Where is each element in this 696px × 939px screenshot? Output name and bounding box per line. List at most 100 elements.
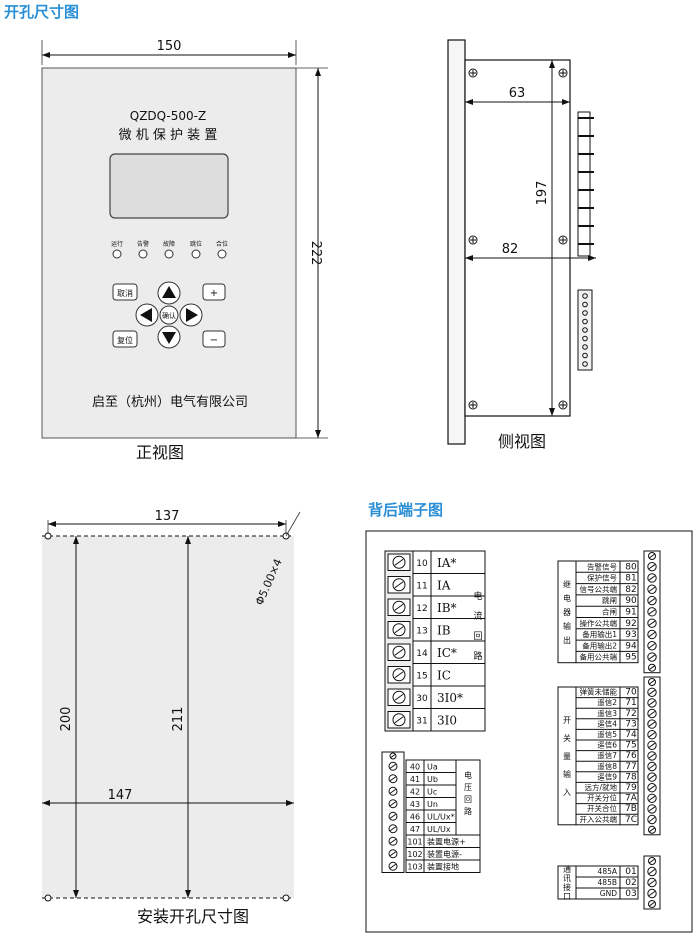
switch-inputs-name: 遥信8 — [597, 761, 617, 771]
right-arrow-icon — [186, 308, 198, 322]
terminal-screw-icon — [388, 811, 398, 821]
terminal-screw-icon — [647, 761, 657, 772]
led-label-close: 合位 — [216, 240, 228, 248]
switch-inputs-name: 遥信9 — [597, 771, 617, 781]
terminal-screw-icon — [392, 555, 406, 569]
front-view-caption: 正视图 — [136, 443, 184, 462]
left-arrow-button[interactable] — [135, 303, 159, 327]
side-connector-pin — [582, 352, 588, 359]
relay-outputs-number: 92 — [625, 619, 636, 629]
terminal-screw-icon — [392, 645, 406, 659]
relay-outputs-number: 93 — [625, 630, 636, 640]
height-dimension-label: 222 — [308, 241, 323, 266]
down-arrow-button[interactable] — [157, 325, 181, 349]
voltage-terminal-name: 装置电源- — [427, 849, 462, 859]
relay-outputs-group-label: 继电器输出 — [563, 579, 571, 645]
switch-inputs-number: 75 — [625, 741, 636, 751]
side-connector-pin — [582, 310, 588, 316]
terminal-screw-icon — [647, 740, 657, 750]
terminal-screw-icon — [648, 663, 656, 672]
voltage-terminal-number: 46 — [410, 813, 420, 822]
voltage-terminal-name: Ua — [427, 763, 438, 772]
up-arrow-button[interactable] — [157, 281, 181, 305]
voltage-terminal-number: 102 — [407, 850, 422, 859]
side-connector-pin — [582, 335, 588, 342]
voltage-terminal-number: 101 — [407, 838, 422, 847]
terminal-screw-icon — [392, 668, 406, 682]
cutout-area — [42, 536, 294, 898]
device-name: 微 机 保 护 装 置 — [119, 128, 218, 143]
led-label-alarm: 告警 — [137, 240, 149, 248]
cutout-view: 137 147 200 211 Φ5.00×4 安装开孔尺寸图 — [42, 509, 301, 926]
terminal-screw-icon — [647, 730, 657, 740]
terminal-screw-icon — [648, 552, 656, 560]
switch-inputs-name: 远方/就地 — [584, 782, 617, 792]
cancel-button[interactable]: 取消 — [112, 283, 138, 301]
relay-outputs-number: 82 — [625, 585, 636, 595]
terminal-screw-icon — [647, 607, 657, 617]
current-terminal-name: IC* — [437, 646, 457, 660]
switch-inputs-number: 71 — [625, 698, 636, 708]
voltage-terminal-name: 装置电源+ — [427, 837, 466, 847]
comm-port-number: 01 — [625, 867, 636, 877]
relay-outputs-number: 90 — [625, 596, 637, 606]
relay-outputs-name: 合闸 — [602, 607, 617, 617]
switch-inputs-number: 7A — [625, 794, 638, 804]
hole-leader-line — [285, 511, 301, 537]
terminal-screw-icon — [647, 584, 657, 594]
current-terminal-number: 12 — [416, 604, 427, 614]
minus-button[interactable]: − — [202, 330, 226, 348]
terminal-screw-icon — [647, 877, 657, 888]
voltage-terminal-name: UL/Ux* — [427, 813, 455, 822]
voltage-terminal-number: 47 — [410, 825, 420, 834]
relay-outputs-number: 80 — [625, 562, 637, 572]
voltage-terminal-number: 42 — [410, 788, 420, 797]
terminal-screw-icon — [647, 561, 657, 572]
terminal-screw-icon — [647, 652, 657, 662]
relay-outputs-name: 保护信号 — [587, 573, 617, 583]
voltage-terminal-name: UL/Ux — [427, 825, 451, 834]
terminal-screw-icon — [647, 629, 657, 640]
right-arrow-button[interactable] — [179, 303, 203, 327]
terminal-screw-icon — [647, 698, 657, 708]
switch-inputs-number: 7C — [625, 815, 637, 825]
led-close-indicator — [217, 249, 227, 259]
reset-button[interactable]: 复位 — [112, 330, 138, 348]
terminal-screw-icon — [647, 804, 657, 814]
comm-port-number: 02 — [625, 878, 636, 888]
switch-inputs-table — [575, 686, 639, 826]
side-dim-197-label: 197 — [535, 181, 550, 206]
current-terminal-number: 13 — [416, 627, 427, 637]
terminal-screw-icon — [647, 595, 657, 606]
side-view-caption: 侧视图 — [498, 432, 546, 451]
led-label-trip: 跳位 — [190, 240, 202, 248]
relay-outputs-name: 跳闸 — [602, 595, 617, 605]
led-fault-indicator — [164, 249, 174, 259]
current-terminal-number: 10 — [416, 559, 428, 569]
current-terminal-number: 30 — [416, 694, 428, 704]
comm-port-name: GND — [600, 889, 617, 898]
cutout-dim-147-label: 147 — [108, 788, 133, 803]
terminal-screw-icon — [648, 857, 656, 865]
terminal-screw-icon — [388, 786, 398, 796]
voltage-terminal-name: Ub — [427, 775, 438, 784]
led-run-indicator — [112, 249, 122, 259]
up-arrow-icon — [162, 286, 176, 298]
terminal-screw-icon — [388, 861, 398, 871]
terminal-screw-icon — [647, 814, 657, 825]
comm-port-group-label: 通讯接口 — [563, 864, 571, 901]
keypad: 取消 复位 + − — [112, 281, 226, 349]
comm-port-name: 485B — [598, 878, 617, 887]
terminal-screw-icon — [388, 849, 398, 859]
front-view: 150 222 QZDQ-500-Z 微 机 保 护 装 置 运行 告警 故障 … — [41, 39, 328, 462]
current-terminal-number: 11 — [416, 582, 427, 592]
switch-inputs-number: 7B — [625, 804, 637, 814]
confirm-button[interactable]: 确认 — [159, 305, 179, 325]
cutout-view-caption: 安装开孔尺寸图 — [137, 907, 249, 926]
terminal-screw-icon — [388, 774, 398, 784]
plus-button[interactable]: + — [202, 283, 226, 301]
